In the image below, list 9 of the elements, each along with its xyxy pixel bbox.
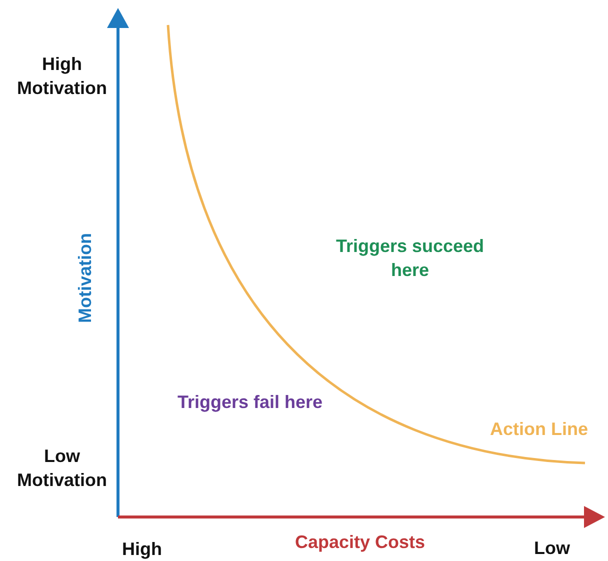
axis-label: High Motivation — [16, 53, 108, 100]
axis-label: High — [121, 538, 163, 561]
region-label: Triggers succeed here — [334, 235, 486, 282]
axis-title: Capacity Costs — [294, 531, 426, 554]
axis-label: Low Motivation — [16, 445, 108, 492]
region-label: Triggers fail here — [176, 391, 324, 414]
axis-label: Low — [533, 537, 571, 560]
curve-label: Action Line — [490, 418, 589, 441]
axis-title: Motivation — [74, 232, 96, 325]
